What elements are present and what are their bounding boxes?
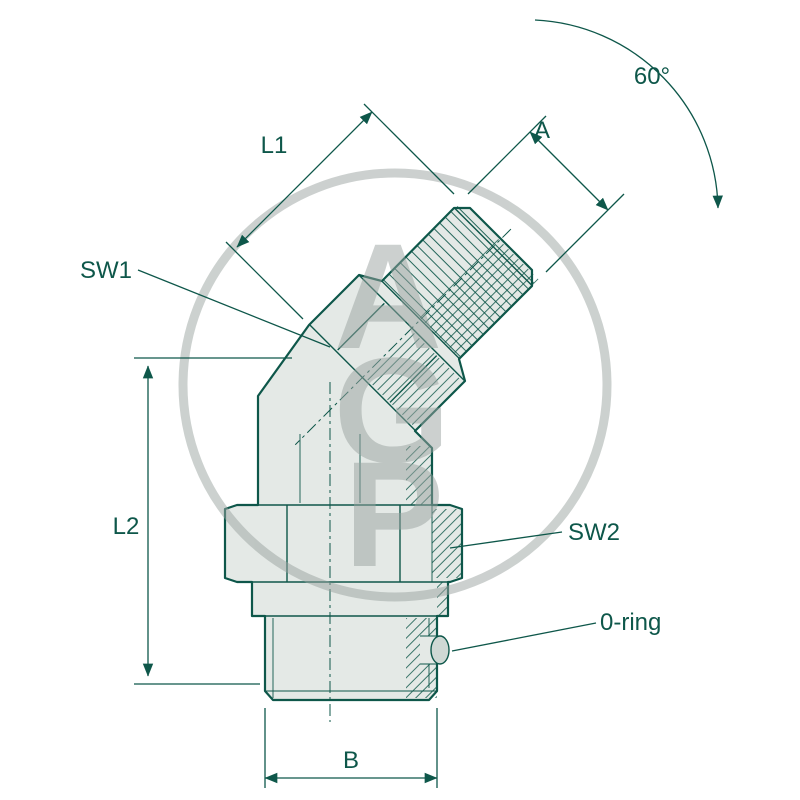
dimension-l2: L2 — [113, 357, 292, 685]
witness-line — [363, 103, 455, 195]
witness-line — [467, 115, 547, 195]
dimension-b: B — [264, 708, 438, 788]
section-hatch-washer — [437, 582, 448, 616]
watermark-letter-p: P — [344, 430, 444, 598]
label-a: A — [534, 117, 550, 144]
dimension-angle: 60° — [534, 19, 723, 209]
dimension-sw2: SW2 — [449, 519, 620, 549]
watermark-circle — [178, 168, 612, 602]
angle-arc — [534, 19, 723, 209]
label-angle: 60° — [634, 63, 670, 90]
label-l2: L2 — [113, 513, 140, 540]
leader-line — [137, 269, 331, 348]
dimension-line — [529, 131, 609, 211]
label-l1: L1 — [261, 132, 288, 159]
label-b: B — [343, 747, 359, 774]
witness-line — [545, 193, 625, 273]
section-hatch-body — [406, 446, 432, 505]
dimension-line — [236, 111, 373, 248]
leader-line — [451, 622, 597, 652]
oring-seal — [430, 635, 450, 665]
section-hatch-nut — [432, 509, 462, 578]
hex-facet-line — [337, 302, 385, 351]
hex-facet-line — [389, 355, 438, 403]
watermark-letter-g: G — [334, 326, 451, 494]
thread-shoulder-line — [381, 280, 460, 359]
label-oring: 0-ring — [600, 609, 661, 636]
section-hatch-thread — [419, 238, 539, 358]
dimension-l1: L1 — [225, 103, 455, 320]
angled-centerline — [294, 228, 512, 446]
label-sw2: SW2 — [568, 519, 620, 546]
dimension-a: A — [467, 115, 625, 273]
leader-line — [449, 531, 563, 549]
angled-port — [294, 202, 539, 446]
dimension-oring: 0-ring — [451, 609, 661, 652]
dimension-sw1: SW1 — [80, 257, 331, 348]
witness-line — [225, 241, 304, 320]
dimensions: L1 A 60° SW1 L2 SW2 — [80, 19, 723, 788]
watermark: A G P — [178, 168, 612, 602]
label-sw1: SW1 — [80, 257, 132, 284]
